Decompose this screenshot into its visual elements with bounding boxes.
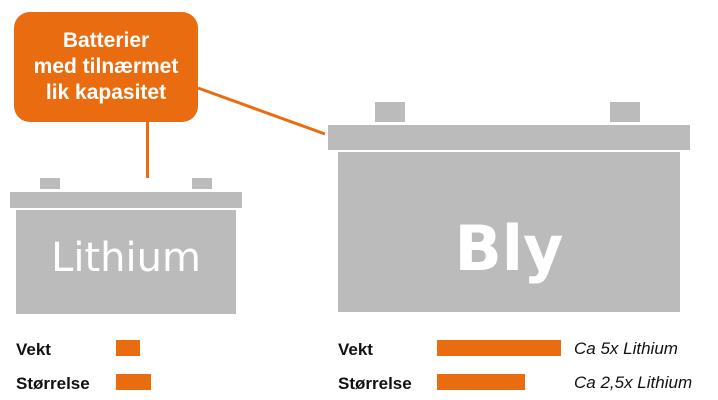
lead-battery: Bly <box>328 102 690 312</box>
lithium-weight-label: Vekt <box>16 340 51 359</box>
callout-bubble: Batterier med tilnærmet lik kapasitet <box>14 12 198 122</box>
lead-terminal-left <box>375 102 405 122</box>
lead-weight-bar <box>437 340 561 356</box>
lead-weight-label: Vekt <box>338 340 373 359</box>
lead-size-label: Størrelse <box>338 374 412 393</box>
lithium-terminal-right <box>192 178 212 189</box>
callout-line-2: med tilnærmet <box>33 55 179 78</box>
lithium-weight-bar <box>116 340 140 356</box>
callout-line-1: Batterier <box>62 29 150 52</box>
lithium-body <box>16 210 236 314</box>
lithium-size-bar <box>116 374 151 390</box>
lithium-lid <box>10 192 242 208</box>
lithium-size-label: Størrelse <box>16 374 90 393</box>
lead-terminal-right <box>610 102 640 122</box>
lead-body <box>338 152 680 312</box>
lead-weight-note: Ca 5x Lithium <box>574 339 678 358</box>
connector-to-lithium <box>146 122 149 178</box>
lithium-terminal-left <box>40 178 60 189</box>
lead-size-bar <box>437 374 525 390</box>
callout-line-3: lik kapasitet <box>45 81 167 104</box>
lithium-label: Lithium <box>51 235 201 281</box>
lithium-battery: Lithium <box>10 178 242 314</box>
lead-size-note: Ca 2,5x Lithium <box>574 373 693 392</box>
lead-lid <box>328 125 690 150</box>
lead-label: Bly <box>454 212 564 285</box>
